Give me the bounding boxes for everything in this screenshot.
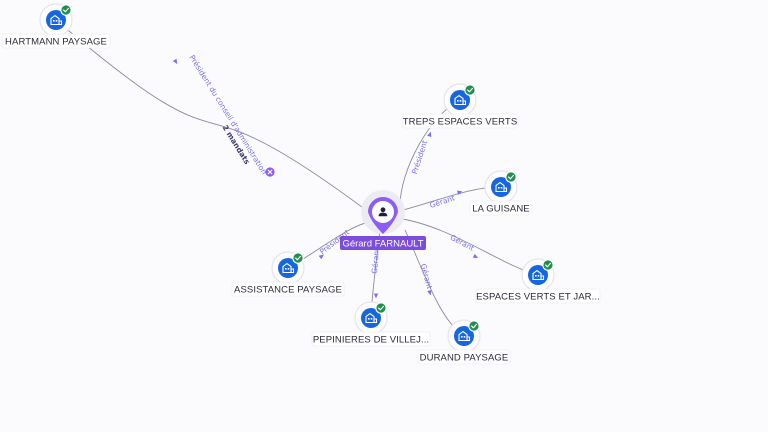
relation-role-label: Président du conseil d'administration bbox=[187, 53, 268, 176]
company-label-bg bbox=[475, 288, 601, 304]
nodes-layer: HARTMANN PAYSAGE TREPS ESPACES VERTS LA GU… bbox=[1, 3, 601, 365]
company-name[interactable]: LA GUISANE bbox=[472, 204, 530, 215]
relation-role-label: Gérant bbox=[429, 193, 456, 210]
check-badge-icon bbox=[505, 171, 517, 183]
edge-line bbox=[55, 19, 371, 214]
company-node-hartmann[interactable]: HARTMANN PAYSAGE bbox=[1, 3, 111, 49]
center-person-node[interactable]: Gérard FARNAULT bbox=[340, 190, 426, 250]
relation-role-label: Gérant bbox=[449, 233, 476, 253]
company-name[interactable]: DURAND PAYSAGE bbox=[420, 353, 509, 364]
building-icon bbox=[458, 330, 471, 342]
company-label-bg bbox=[469, 200, 533, 216]
company-node-durand[interactable]: DURAND PAYSAGE bbox=[417, 319, 511, 365]
user-icon bbox=[378, 207, 388, 217]
check-badge-icon bbox=[468, 320, 480, 332]
company-node-assistance[interactable]: ASSISTANCE PAYSAGE bbox=[231, 251, 345, 297]
person-label-bg bbox=[340, 236, 426, 250]
company-node-guisane[interactable]: LA GUISANE bbox=[469, 170, 533, 216]
close-icon[interactable] bbox=[265, 167, 275, 177]
check-badge-icon bbox=[542, 259, 554, 271]
relation-role-label: Gérant bbox=[370, 247, 381, 274]
check-badge-icon bbox=[292, 252, 304, 264]
arrow-icon bbox=[456, 190, 463, 195]
company-name[interactable]: PEPINIERES DE VILLEJ... bbox=[313, 335, 429, 346]
building-icon bbox=[365, 312, 378, 324]
arrow-icon bbox=[318, 254, 324, 260]
company-node-treps[interactable]: TREPS ESPACES VERTS bbox=[402, 83, 518, 129]
arrow-icon bbox=[373, 293, 379, 299]
company-node-espaces[interactable]: ESPACES VERTS ET JAR... bbox=[475, 258, 601, 304]
check-badge-icon bbox=[375, 302, 387, 314]
check-badge-icon bbox=[60, 4, 72, 16]
arrow-icon bbox=[172, 58, 178, 65]
arrow-icon bbox=[427, 131, 432, 138]
arrow-icon bbox=[472, 253, 479, 259]
company-label-bg bbox=[417, 349, 511, 365]
relation-role-label: Gérant bbox=[419, 263, 434, 290]
company-name[interactable]: ESPACES VERTS ET JAR... bbox=[476, 292, 600, 303]
company-name[interactable]: ASSISTANCE PAYSAGE bbox=[234, 285, 342, 296]
building-icon bbox=[532, 269, 545, 281]
company-node-pepinieres[interactable]: PEPINIERES DE VILLEJ... bbox=[311, 301, 431, 347]
arrow-icon bbox=[427, 290, 432, 296]
building-icon bbox=[282, 262, 295, 274]
company-label-bg bbox=[1, 33, 111, 49]
building-icon bbox=[50, 14, 63, 26]
company-label-bg bbox=[311, 331, 431, 347]
check-badge-icon bbox=[464, 84, 476, 96]
person-name[interactable]: Gérard FARNAULT bbox=[342, 239, 423, 250]
company-label-bg bbox=[402, 113, 518, 129]
building-icon bbox=[454, 94, 467, 106]
company-label-bg bbox=[231, 281, 345, 297]
company-name[interactable]: HARTMANN PAYSAGE bbox=[5, 37, 107, 48]
company-name[interactable]: TREPS ESPACES VERTS bbox=[403, 117, 518, 128]
building-icon bbox=[495, 181, 508, 193]
